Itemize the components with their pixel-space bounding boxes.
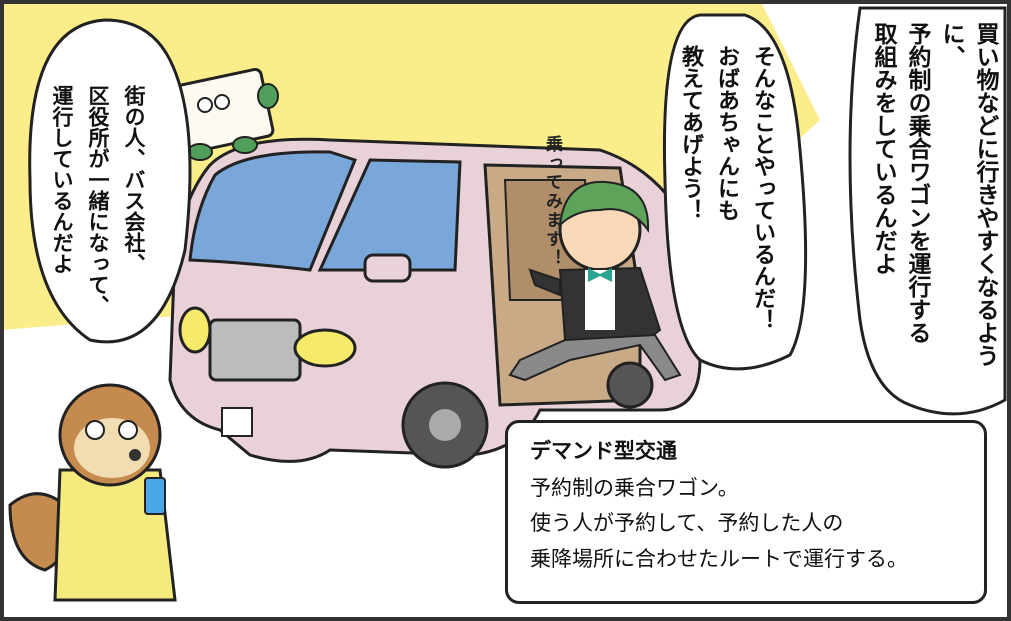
right-bubble-line: 買い物などに行きやすくなるように、 — [938, 22, 998, 367]
right-bubble-line: 砧や大蔵では、移動が大変な人が — [1006, 22, 1011, 367]
middle-bubble-line: 教えてあげよう！ — [678, 45, 703, 221]
definition-title: デマンド型交通 — [530, 439, 677, 463]
speech-bubble-left — [28, 18, 192, 344]
van-grille — [208, 318, 302, 382]
left-bubble-line: 運行しているんだよ — [50, 85, 74, 274]
boy-character — [508, 180, 682, 382]
definition-line: 使う人が予約して、予約した人の — [530, 511, 844, 536]
definition-box: デマンド型交通 予約制の乗合ワゴン。 使う人が予約して、予約した人の 乗降場所に… — [505, 420, 987, 604]
van-headlight-right — [293, 328, 357, 368]
boy-exclamation: 乗ってみます！ — [542, 135, 562, 268]
middle-bubble-line: そんなことやっているんだ！ — [750, 45, 775, 331]
tanuki-eye-left — [85, 420, 105, 440]
book-eye-left — [197, 97, 213, 113]
van-windshield — [188, 150, 358, 272]
boy-arm — [528, 268, 561, 297]
definition-line: 乗降場所に合わせたルートで運行する。 — [530, 546, 908, 571]
left-bubble-line: 区役所が一緒になって、 — [86, 85, 110, 316]
van-side-window — [317, 158, 462, 272]
book-eye-right — [214, 94, 230, 110]
left-bubble-line: 街の人、バス会社、 — [122, 85, 146, 274]
boy-bowtie — [588, 268, 612, 282]
van-wheel-rear — [606, 361, 654, 409]
speech-bubble-middle-text: そんなことやっているんだ！ おばあちゃんにも 教えてあげよう！ — [672, 45, 780, 355]
tanuki-character — [8, 383, 177, 602]
boy-legs — [508, 333, 682, 382]
speech-bubble-right — [848, 6, 1007, 416]
van-mirror — [363, 253, 412, 283]
definition-line: 予約制の乗合ワゴン。 — [530, 476, 739, 501]
right-bubble-line: 予約制の乗合ワゴンを運行する — [904, 22, 930, 344]
van-headlight-left — [178, 306, 212, 354]
tanuki-face — [74, 418, 150, 478]
middle-bubble-line: おばあちゃんにも — [714, 45, 739, 221]
speech-bubble-left-text: 街の人、バス会社、 区役所が一緒になって、 運行しているんだよ — [44, 85, 152, 335]
speech-bubble-middle — [662, 13, 808, 371]
tanuki-nose — [129, 449, 141, 461]
right-bubble-line: 取組みをしているんだよ — [870, 22, 896, 275]
boy-hair — [558, 180, 650, 233]
book-hand — [257, 83, 279, 109]
tanuki-smartphone — [144, 477, 166, 515]
book-foot-left — [187, 143, 213, 161]
book-foot-right — [232, 136, 258, 154]
speech-bubble-right-text: 砧や大蔵では、移動が大変な人が 買い物などに行きやすくなるように、 予約制の乗合… — [866, 22, 1011, 392]
tanuki-eye-right — [118, 420, 138, 440]
van-wheel-front-hub — [429, 409, 461, 441]
van-plate — [221, 407, 253, 437]
